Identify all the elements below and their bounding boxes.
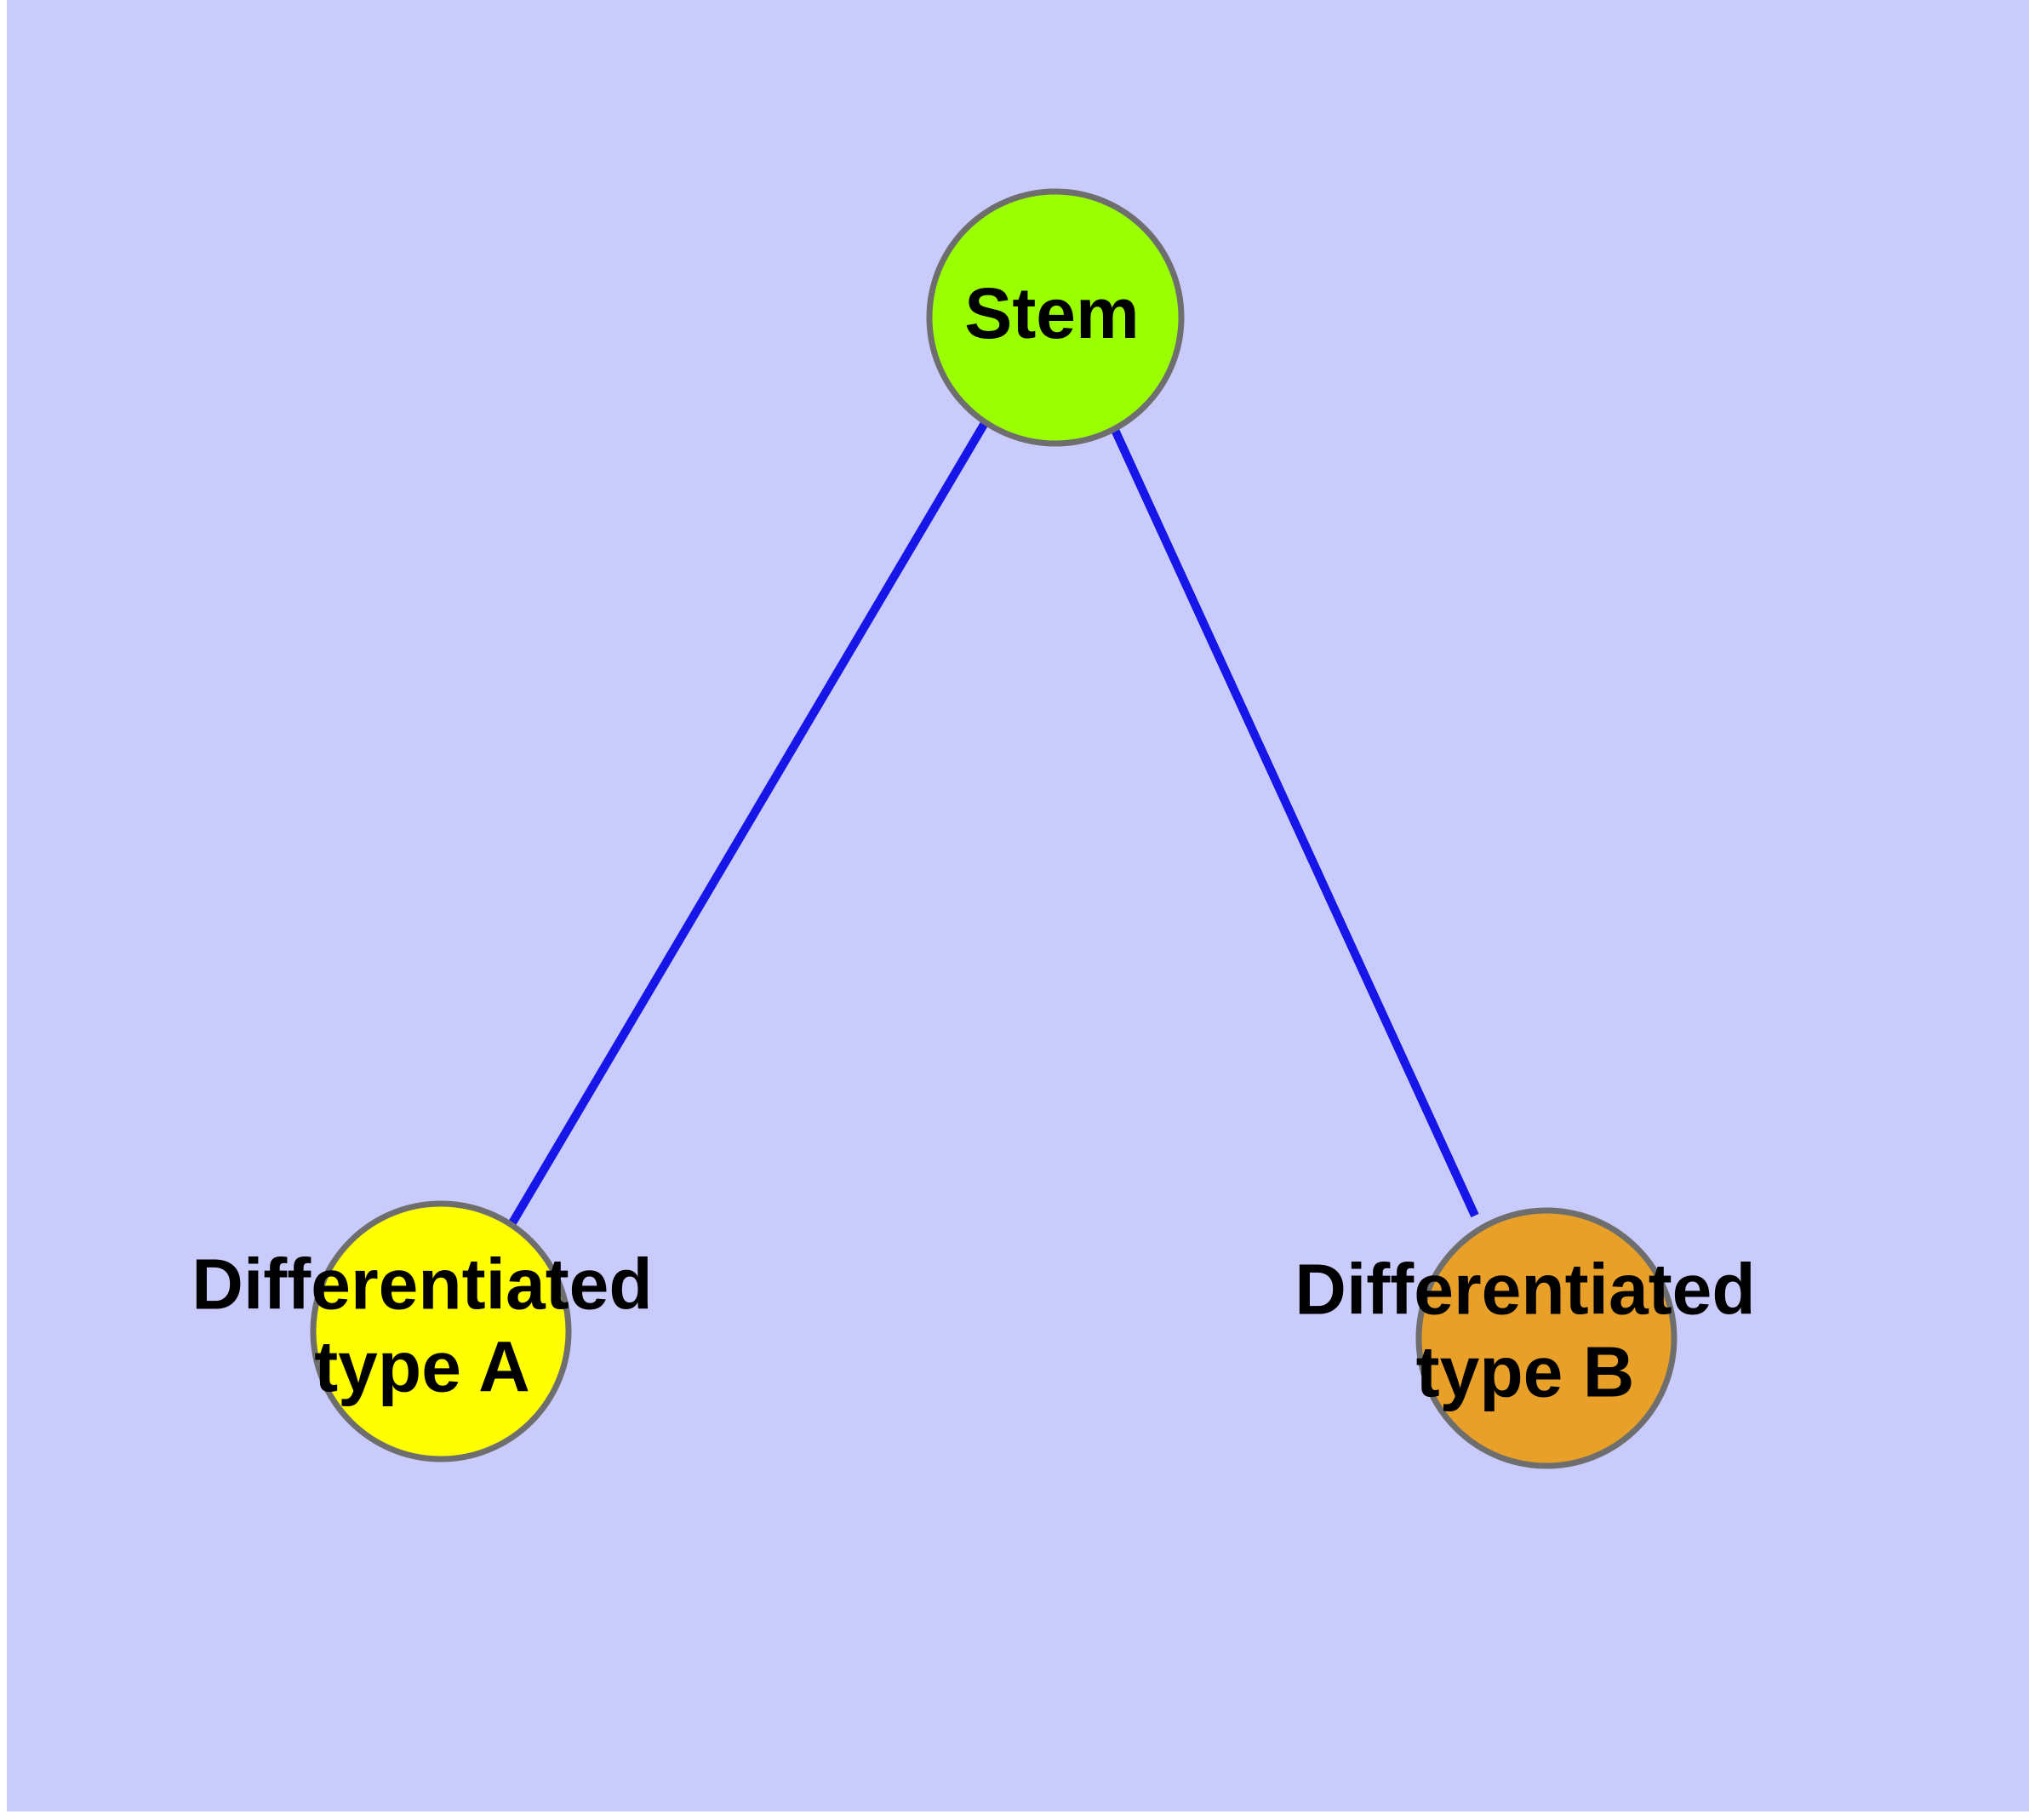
edge-layer <box>506 421 1479 1228</box>
edge-stem-to-differentiated-type-b[interactable] <box>1111 427 1479 1218</box>
node-stem[interactable] <box>926 188 1185 447</box>
edge-stem-to-differentiated-type-a[interactable] <box>506 421 989 1228</box>
node-label-stem: Stem <box>964 273 1139 353</box>
node-differentiated-type-a[interactable] <box>310 1200 572 1462</box>
node-differentiated-type-b[interactable] <box>1415 1207 1677 1469</box>
node-layer <box>310 188 1677 1469</box>
